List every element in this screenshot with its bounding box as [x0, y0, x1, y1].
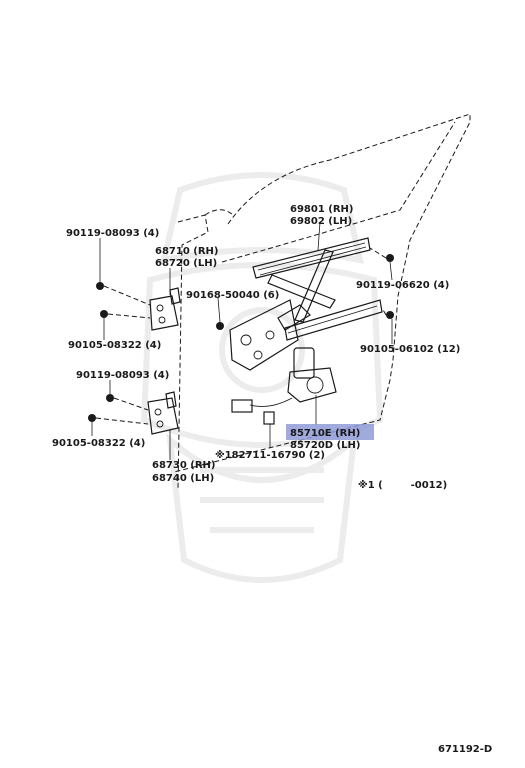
- label-85710E: 85710E (RH): [290, 428, 360, 439]
- label-90105-06102: 90105-06102 (12): [360, 344, 460, 355]
- label-90105-08322-top: 90105-08322 (4): [68, 340, 161, 351]
- label-90105-08322-mid: 90105-08322 (4): [52, 438, 145, 449]
- regulator-motor: [231, 347, 337, 413]
- lower-hinge: [147, 391, 179, 435]
- door-outline: [173, 113, 471, 491]
- label-90168-50040: 90168-50040 (6): [186, 290, 279, 301]
- label-69801: 69801 (RH): [290, 204, 353, 215]
- upper-hinge: [149, 287, 181, 331]
- clip-182711: [263, 411, 275, 425]
- label-68740: 68740 (LH): [152, 473, 214, 484]
- label-90119-08093-mid: 90119-08093 (4): [76, 370, 169, 381]
- label-69802: 69802 (LH): [290, 216, 352, 227]
- selected-part-highlight: [286, 424, 374, 440]
- bolts: [88, 254, 394, 422]
- footnote: ※1 ( -0012): [358, 479, 447, 491]
- label-182711-16790: ※182711-16790 (2): [215, 449, 325, 461]
- label-90119-06620: 90119-06620 (4): [356, 280, 449, 291]
- label-68710: 68710 (RH): [155, 246, 218, 257]
- window-regulator: [229, 237, 383, 371]
- label-leaders: [91, 221, 393, 460]
- watermark-emblem: [140, 172, 384, 583]
- part-labels: 69801 (RH) 69802 (LH) 90119-08093 (4) 68…: [52, 204, 492, 755]
- label-68730: 68730 (RH): [152, 460, 215, 471]
- diagram-code: 671192-D: [438, 744, 492, 755]
- label-90119-08093-top: 90119-08093 (4): [66, 228, 159, 239]
- label-85720D: 85720D (LH): [290, 440, 360, 451]
- bolt-leaders: [95, 247, 387, 425]
- label-68720: 68720 (LH): [155, 258, 217, 269]
